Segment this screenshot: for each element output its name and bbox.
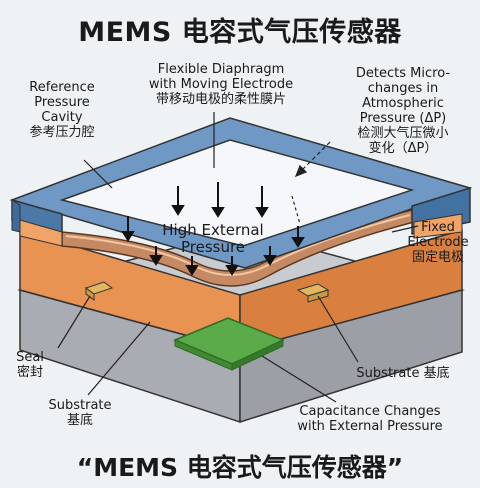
label-substrate-left: Substrate 基底 (38, 398, 122, 428)
label-line: 参考压力腔 (29, 125, 95, 140)
label-line: Capacitance Changes (299, 404, 441, 419)
label-line: 固定电极 (411, 250, 464, 265)
label-line: changes in (367, 81, 439, 96)
label-line: Substrate (48, 398, 112, 413)
orange-band-right (413, 213, 463, 239)
label-line: Substrate 基底 (356, 366, 450, 381)
page-title: MEMS 电容式气压传感器 (78, 17, 402, 48)
label-reference-cavity: Reference Pressure Cavity 参考压力腔 (10, 80, 114, 140)
label-line: 带移动电极的柔性膜片 (155, 92, 286, 107)
seal-left-face (85, 287, 95, 301)
label-fixed-electrode: Fixed Electrode 固定电极 (396, 220, 480, 265)
label-line: Seal (16, 350, 44, 365)
label-substrate-right: Substrate 基底 (340, 366, 466, 381)
label-detects: Detects Micro- changes in Atmospheric Pr… (328, 66, 478, 156)
label-line: High External (162, 221, 264, 239)
leader-lines (57, 112, 419, 403)
label-line: with Moving Electrode (148, 77, 294, 92)
diaphragm-highlight (65, 214, 411, 276)
orange-band-left (19, 219, 63, 247)
label-line: Atmospheric (362, 96, 444, 111)
label-line: 变化（ΔP） (368, 141, 438, 156)
pressure-arrows (121, 182, 305, 276)
label-line: Fixed (421, 220, 455, 235)
label-diaphragm: Flexible Diaphragm with Moving Electrode… (126, 62, 316, 107)
reference-cavity-opening (59, 139, 415, 247)
label-line: with External Pressure (297, 419, 443, 434)
label-capacitance: Capacitance Changes with External Pressu… (272, 404, 468, 434)
blue-frame-left-outer (11, 199, 21, 233)
label-line: Electrode (407, 235, 469, 250)
label-line: 密封 (16, 365, 43, 380)
label-external-pressure: High External Pressure (150, 222, 276, 256)
label-line: Reference (29, 80, 95, 95)
bottom-caption: “MEMS 电容式气压传感器” (76, 453, 404, 482)
label-line: 基底 (66, 413, 93, 428)
label-line: 检测大气压微小 (357, 126, 449, 141)
label-line: Detects Micro- (355, 66, 451, 81)
label-seal: Seal 密封 (8, 350, 52, 380)
label-line: Flexible Diaphragm (157, 62, 285, 77)
label-line: Pressure (180, 238, 246, 256)
fixed-electrode-edge2 (231, 339, 284, 371)
label-line: Cavity (41, 110, 83, 125)
label-line: Pressure (34, 95, 90, 110)
label-line: Pressure (ΔP) (359, 111, 447, 126)
